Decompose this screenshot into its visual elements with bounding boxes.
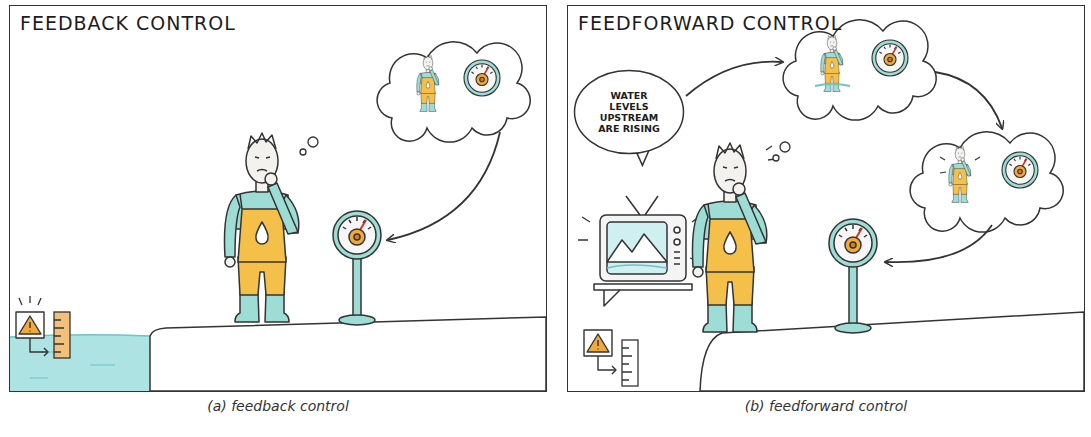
speech-text: WATER LEVELS UPSTREAM ARE RISING [594,90,664,134]
speech-bubble: WATER LEVELS UPSTREAM ARE RISING [573,69,685,155]
panel-caption: (b) feedforward control [567,398,1085,414]
panel-title: FEEDBACK CONTROL [20,12,236,34]
comic-panel: FEEDFORWARD CONTROL WATER LEVELS UPSTREAM… [567,5,1085,392]
panel-caption: (a) feedback control [9,398,547,414]
comic-panel: FEEDBACK CONTROL [9,5,547,392]
bubble-shape [575,71,684,154]
panel-title: FEEDFORWARD CONTROL [578,12,842,34]
